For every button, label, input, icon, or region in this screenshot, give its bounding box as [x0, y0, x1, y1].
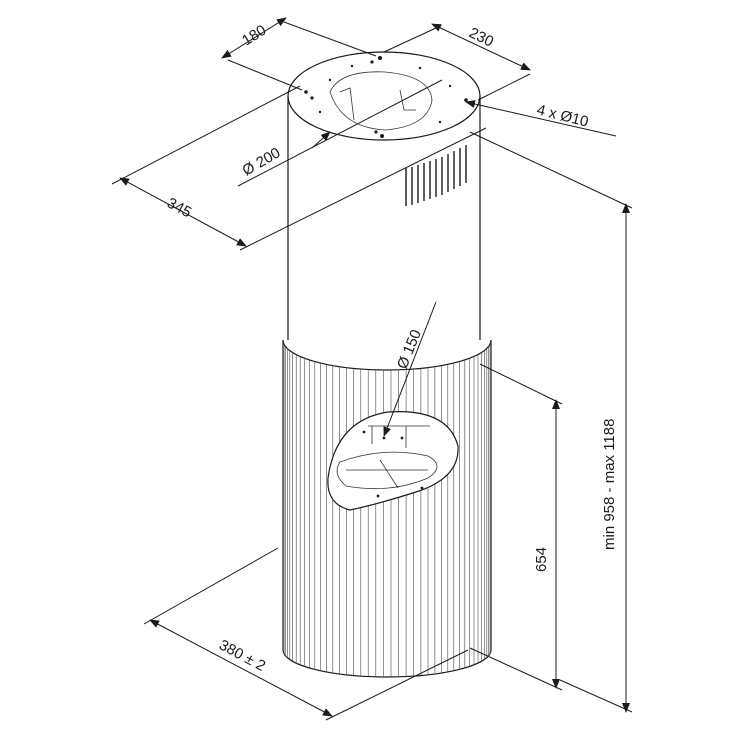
dim-label-180: 180	[239, 22, 269, 50]
dim-label-holes: 4 x Ø10	[535, 101, 590, 130]
dim-label-base-380: 380 ± 2	[216, 637, 268, 675]
dim-label-total-height: min 958 - max 1188	[601, 419, 618, 550]
upper-chimney	[287, 51, 481, 340]
lower-ribbed-body	[282, 339, 492, 678]
dim-label-345: 345	[164, 195, 194, 222]
dim-label-654: 654	[533, 547, 550, 572]
dimension-lines	[111, 17, 633, 721]
dim-label-inner-150: Ø 150	[394, 327, 425, 371]
dim-label-230: 230	[466, 24, 496, 50]
